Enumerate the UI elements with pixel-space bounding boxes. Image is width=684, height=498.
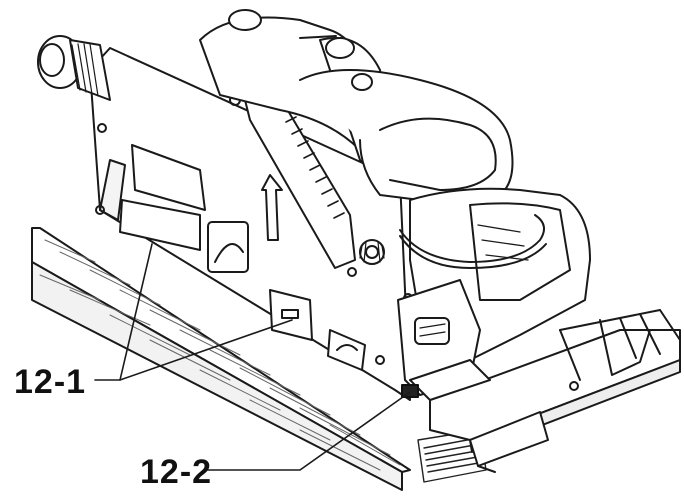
leader-lines — [94, 243, 411, 471]
callout-label-12-1: 12-1 — [14, 363, 87, 401]
workpiece-board — [31, 227, 411, 491]
motor-and-handle — [199, 9, 514, 204]
saw-housing — [37, 35, 471, 401]
guide-rail — [429, 309, 681, 473]
blade-guard-front — [281, 187, 591, 401]
wood-end-grain — [417, 429, 487, 483]
callout-label-12-2: 12-2 — [140, 453, 213, 491]
